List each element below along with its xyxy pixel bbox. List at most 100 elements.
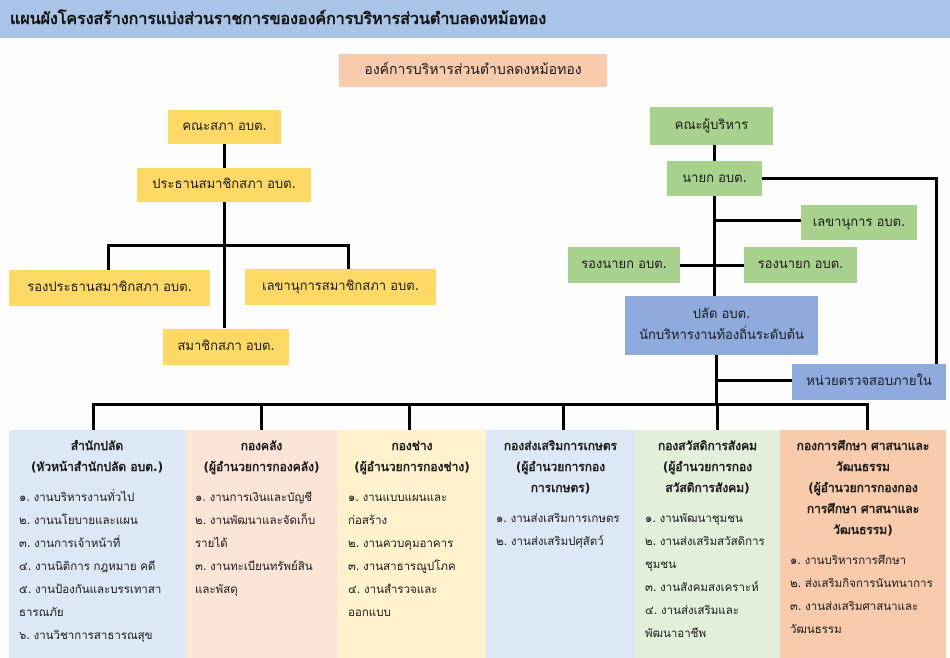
connector-line [680,264,744,267]
council-board-box: คณะสภา อบต. [168,110,281,144]
council-secretary-box: เลขานุการสมาชิกสภา อบต. [245,269,436,305]
connector-line [107,244,350,247]
department-task-item: ออกแบบ [348,605,391,619]
department-title-line: (หัวหน้าสำนักปลัด อบต.) [30,460,164,474]
connector-line [223,198,226,328]
connector-line [762,177,938,180]
connector-line [223,144,226,169]
council-president-box: ประธานสมาชิกสภา อบต. [137,168,311,202]
org-name-box: องค์การบริหารส่วนตำบลดงหม้อทอง [339,54,607,87]
mayor-secretary-label: เลขานุการ อบต. [812,214,906,230]
council-members-label: สมาชิกสภา อบต. [177,339,275,355]
department-title-line: (ผู้อำนวยการกอง [662,460,753,474]
department-title-line: กองช่าง [391,439,433,453]
department-task-item: ๒. ส่งเสริมกิจการนันทนาการ [790,576,933,590]
mayor-box: นายก อบต. [667,161,762,196]
department-column: กองช่าง (ผู้อำนวยการกองช่าง) ๑. งานแบบแผนแ… [338,430,486,658]
page-header: แผนผังโครงสร้างการแบ่งส่วนราชการขององค์ก… [0,0,950,38]
department-task-item: ๑. งานพัฒนาชุมชน [645,511,743,525]
deputy-mayor-label-2: รองนายก อบต. [757,257,844,273]
department-task-list: ๑. งานการเงินและบัญชี๒. งานพัฒนาและจัดเก… [193,486,330,601]
internal-audit-label: หน่วยตรวจสอบภายใน [806,374,932,390]
connector-line [866,403,869,430]
connector-line [260,403,263,430]
department-task-item: ๓. งานสังคมสงเคราะห์ [645,580,759,594]
department-column: กองสวัสดิการสังคม (ผู้อำนวยการกองสวัสดิกา… [635,430,780,658]
department-title-line: การเกษตร) [530,481,591,495]
department-task-item: และพัสดุ [195,582,238,596]
chief-clerk-position: นักบริหารงานท้องถิ่นระดับต้น [639,327,804,343]
department-task-item: ๓. งานส่งเสริมศาสนาและ [790,599,919,613]
council-president-label: ประธานสมาชิกสภา อบต. [152,177,296,193]
department-task-item: พัฒนาอาชีพ [645,626,707,640]
department-task-item: ๑. งานบริหารงานทั่วไป [19,490,135,504]
department-task-item: รายได้ [195,536,228,550]
connector-line [715,219,801,222]
department-task-item: ธารณภัย [19,605,64,619]
deputy-mayor-label-1: รองนายก อบต. [581,257,667,273]
executive-board-label: คณะผู้บริหาร [674,118,749,134]
internal-audit-box: หน่วยตรวจสอบภายใน [792,364,946,400]
department-title-line: (ผู้อำนวยการกอง [515,460,606,474]
department-task-item: ๒. งานควบคุมอาคาร [348,536,454,550]
department-task-item: ๔. งานสำรวจและ [348,582,438,596]
department-task-item: ๒. งานนโยบายและแผน [19,513,138,527]
council-secretary-label: เลขานุการสมาชิกสภา อบต. [262,279,419,295]
department-task-item: วัฒนธรรม [790,622,842,636]
department-title-line: กองส่งเสริมการเกษตร [503,439,618,453]
mayor-secretary-box: เลขานุการ อบต. [801,205,917,240]
department-title-line: กองคลัง [240,439,283,453]
page-title: แผนผังโครงสร้างการแบ่งส่วนราชการขององค์ก… [10,9,547,28]
connector-line [107,244,110,270]
department-task-list: ๑. งานพัฒนาชุมชน๒. งานส่งเสริมสวัสดิการช… [643,507,772,645]
department-column: กองการศึกษา ศาสนาและวัฒนธรรม (ผู้อำนวยการ… [780,430,946,658]
council-vice-president-label: รองประธานสมาชิกสภา อบต. [27,280,192,296]
department-task-item: ๑. งานการเงินและบัญชี [195,490,313,504]
connector-line [92,403,869,406]
department-task-item: ๔. งานส่งเสริมและ [645,603,739,617]
deputy-mayor-box-2: รองนายก อบต. [744,247,857,283]
department-task-item: ๔. งานนิติการ กฎหมาย คดี [19,559,156,573]
department-column: สำนักปลัด (หัวหน้าสำนักปลัด อบต.) ๑. งานบร… [9,430,185,658]
department-title-line: (ผู้อำนวยการกองคลัง) [203,460,320,474]
department-title-line: กองการศึกษา ศาสนาและ [796,439,930,453]
department-task-list: ๑. งานส่งเสริมการเกษตร๒. งานส่งเสริมปศุส… [494,507,627,553]
council-board-label: คณะสภา อบต. [182,119,267,135]
council-vice-president-box: รองประธานสมาชิกสภา อบต. [9,270,210,306]
council-members-box: สมาชิกสภา อบต. [163,329,289,365]
department-task-list: ๑. งานแบบแผนและก่อสร้าง๒. งานควบคุมอาคาร… [346,486,478,624]
org-name: องค์การบริหารส่วนตำบลดงหม้อทอง [364,62,582,78]
department-title-line: สวัสดิการสังคม) [665,481,750,495]
department-title-line: (ผู้อำนวยการกองช่าง) [354,460,470,474]
department-task-item: ๖. งานวิชาการสาธารณสุข [19,628,153,642]
chief-clerk-box: ปลัด อบต. นักบริหารงานท้องถิ่นระดับต้น [625,296,818,355]
department-title-line: สำนักปลัด [70,439,124,453]
department-title-line: การศึกษา ศาสนาและ [806,502,920,516]
executive-board-box: คณะผู้บริหาร [650,107,773,145]
chief-clerk-title: ปลัด อบต. [692,306,751,322]
connector-line [347,244,350,270]
department-column: กองคลัง (ผู้อำนวยการกองคลัง) ๑. งานการเงิน… [185,430,338,658]
connector-line [562,403,565,430]
deputy-mayor-box-1: รองนายก อบต. [568,247,680,283]
department-task-list: ๑. งานบริหารงานทั่วไป๒. งานนโยบายและแผน๓… [17,486,177,647]
department-task-item: ๑. งานส่งเสริมการเกษตร [496,511,620,525]
department-title-line: กองสวัสดิการสังคม [657,439,758,453]
department-task-list: ๑. งานบริหารการศึกษา๒. ส่งเสริมกิจการนัน… [788,549,938,641]
connector-line [935,177,938,367]
connector-line [713,138,716,162]
department-title-line: วัฒนธรรม [836,460,890,474]
department-title-line: วัฒนธรรม) [833,523,893,537]
department-column: กองส่งเสริมการเกษตร (ผู้อำนวยการกองการเกษ… [486,430,635,658]
department-task-item: ก่อสร้าง [348,513,388,527]
department-task-item: ๕. งานป้องกันและบรรเทาสา [19,582,162,596]
department-task-item: ๑. งานแบบแผนและ [348,490,448,504]
department-title-line: (ผู้อำนวยการกองกอง [808,481,918,495]
department-task-item: ชุมชน [645,557,677,571]
department-task-item: ๒. งานส่งเสริมปศุสัตว์ [496,534,604,548]
connector-line [92,403,95,430]
connector-line [715,379,792,382]
department-task-item: ๓. งานการเจ้าหน้าที่ [19,536,121,550]
connector-line [716,403,719,430]
department-task-item: ๓. งานสาธารณูปโภค [348,559,456,573]
